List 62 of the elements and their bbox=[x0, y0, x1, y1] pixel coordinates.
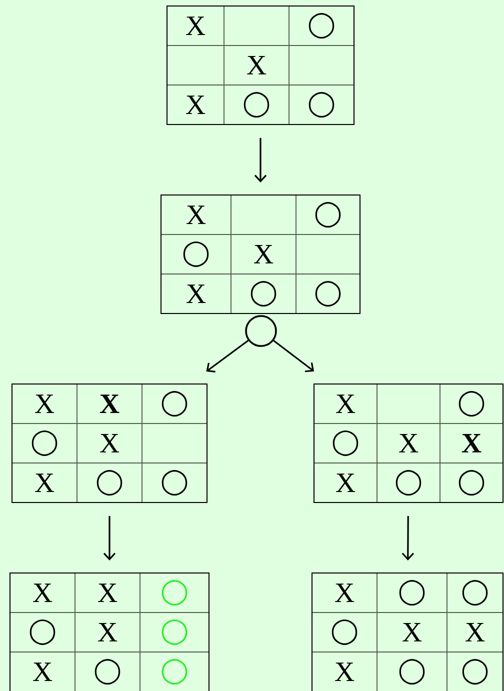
board-cell: ◯ bbox=[440, 384, 504, 424]
board-cell: ◯ bbox=[224, 84, 290, 125]
board-cell: X bbox=[74, 612, 140, 652]
arrow bbox=[254, 138, 267, 182]
board-cell: ◯ bbox=[140, 572, 210, 613]
board-cell: ◯ bbox=[142, 384, 208, 424]
board-cell: X bbox=[76, 423, 142, 464]
game-board bbox=[314, 383, 504, 503]
board-cell: X bbox=[10, 652, 76, 691]
board-cell: ◯ bbox=[440, 462, 504, 503]
board-cell: X bbox=[12, 462, 78, 503]
board-cell: ◯ bbox=[296, 274, 360, 314]
board-cell: ◯ bbox=[230, 274, 296, 314]
board-cell: X bbox=[376, 612, 448, 652]
arrow bbox=[402, 516, 414, 560]
board-cell: X bbox=[166, 6, 224, 46]
board-cell: ◯ bbox=[76, 462, 142, 503]
board-cell: X bbox=[230, 234, 296, 274]
board-cell: ◯ bbox=[160, 234, 232, 274]
board-cell: ◯ bbox=[288, 6, 354, 46]
board-cell: X bbox=[314, 462, 378, 503]
board-cell: ◯ bbox=[74, 652, 140, 691]
board-cell: ◯ bbox=[140, 612, 210, 652]
board-cell: X bbox=[312, 652, 378, 691]
board-cell: X bbox=[312, 572, 378, 613]
board-cell: ◯ bbox=[312, 612, 378, 652]
arrow bbox=[206, 340, 249, 372]
board-cell: ◯ bbox=[288, 84, 354, 125]
board-cell: X bbox=[160, 194, 232, 235]
game-board bbox=[12, 383, 208, 503]
board-cell: X bbox=[10, 572, 76, 613]
board-cell bbox=[288, 45, 354, 86]
board-cell: ◯ bbox=[376, 462, 440, 503]
board-cell: ◯ bbox=[140, 652, 210, 691]
board-cell: ◯ bbox=[142, 462, 208, 503]
board-cell: ◯ bbox=[296, 194, 360, 235]
game-board bbox=[160, 194, 360, 314]
board-cell: ◯ bbox=[446, 572, 504, 613]
board-cell bbox=[296, 234, 360, 274]
board-cell: X bbox=[314, 384, 378, 424]
board-cell: X bbox=[74, 572, 140, 613]
game-board bbox=[166, 5, 354, 125]
board-cell: X bbox=[446, 612, 504, 652]
board-cell: X bbox=[12, 384, 78, 424]
arrow bbox=[273, 340, 314, 372]
board-cell bbox=[142, 423, 208, 464]
board-cell: ◯ bbox=[446, 652, 504, 691]
board-cell: ◯ bbox=[10, 612, 76, 652]
board-cell: ◯ bbox=[12, 423, 78, 464]
board-cell: X bbox=[76, 384, 142, 424]
board-cell: ◯ bbox=[376, 572, 448, 613]
game-board bbox=[10, 572, 210, 691]
board-cell: X bbox=[166, 84, 224, 125]
board-cell: ◯ bbox=[376, 652, 448, 691]
game-board bbox=[312, 572, 504, 691]
board-cell: X bbox=[224, 45, 290, 86]
board-cell: ◯ bbox=[314, 423, 378, 464]
board-cell: X bbox=[376, 423, 440, 464]
arrow bbox=[103, 516, 116, 560]
circle-node bbox=[245, 315, 277, 347]
board-cell: X bbox=[160, 274, 232, 314]
board-cell: X bbox=[440, 423, 504, 464]
